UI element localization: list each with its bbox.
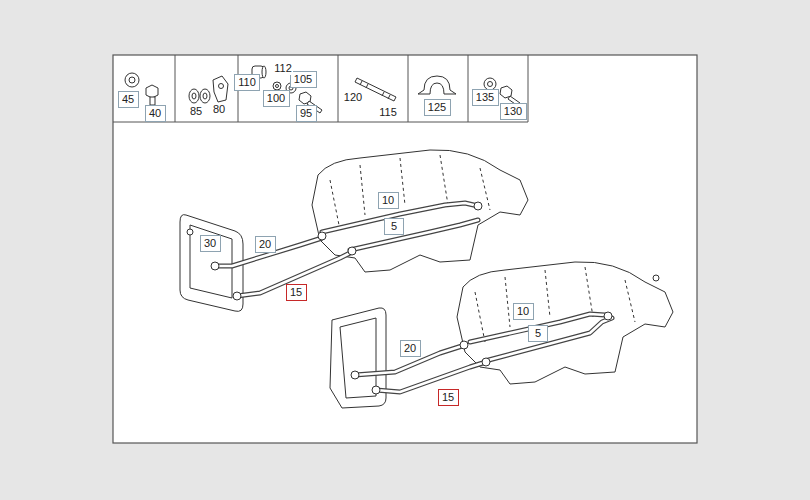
callout-box: 45 [118, 91, 139, 108]
drawing-part [485, 318, 612, 361]
drawing-part [348, 247, 356, 255]
drawing-part [175, 55, 176, 122]
callout-number: 115 [378, 106, 398, 119]
drawing-part [125, 73, 139, 87]
drawing-part [408, 55, 409, 122]
callout-number: 20 [259, 238, 271, 251]
callout-box: 20 [255, 236, 276, 253]
drawing-part [388, 95, 390, 99]
callout-box: 5 [528, 325, 548, 342]
drawing-part [470, 314, 605, 342]
callout-box: 10 [378, 192, 399, 209]
line-fittings [187, 202, 659, 394]
drawing-part [215, 203, 612, 392]
drawing-part [372, 386, 380, 394]
callout-box: 130 [500, 103, 527, 120]
callout-box: 100 [263, 90, 290, 107]
callout-box: 15 [286, 284, 307, 301]
callout-number: 5 [391, 220, 397, 233]
drawing-part [233, 292, 241, 300]
parts-strip [113, 55, 528, 122]
drawing-part [604, 312, 612, 320]
callout-number: 105 [294, 73, 312, 86]
callout-box: 110 [234, 74, 260, 91]
callout-number: 20 [404, 342, 416, 355]
callout-box: 20 [400, 340, 421, 357]
drawing-part [129, 77, 135, 83]
drawing-part [330, 155, 490, 230]
callout-number: 100 [267, 92, 285, 105]
drawing-part [482, 358, 490, 366]
drawing-part [468, 55, 469, 122]
drawing-part [211, 262, 219, 270]
drawing-part [340, 318, 376, 398]
drawing-part [187, 229, 193, 235]
drawing-part [190, 225, 232, 298]
drawing-part [376, 362, 486, 392]
callout-number: 85 [189, 105, 203, 118]
drawing-part [351, 371, 359, 379]
drawing-part [474, 202, 482, 210]
callout-box: 95 [296, 105, 317, 122]
callout-number: 95 [300, 107, 312, 120]
drawing-part [200, 89, 210, 103]
drawing-part [460, 341, 468, 349]
drawing-part [318, 232, 326, 240]
callout-number: 10 [382, 194, 394, 207]
callout-box: 105 [290, 71, 317, 88]
diagram-frame [113, 55, 697, 443]
callout-number: 80 [212, 103, 226, 116]
callout-number: 135 [476, 91, 494, 104]
drawing-part [382, 92, 384, 96]
part-icons [125, 66, 520, 113]
callout-number: 5 [535, 327, 541, 340]
drawing-part [338, 55, 339, 122]
drawing-part [457, 262, 673, 384]
callout-number: 15 [442, 391, 454, 404]
drawing-part [330, 308, 386, 408]
callout-box: 40 [145, 105, 166, 122]
drawing-part [470, 314, 605, 342]
callout-number: 110 [238, 76, 256, 89]
drawing-part [350, 220, 478, 250]
callout-number: 125 [428, 101, 446, 114]
callout-box: 135 [472, 89, 499, 106]
oil-lines [215, 203, 612, 392]
drawing-part [376, 362, 486, 392]
drawing-part [366, 84, 368, 88]
callout-number: 120 [343, 91, 363, 104]
transmission [312, 150, 673, 384]
drawing-part [203, 93, 207, 99]
drawing-part [528, 55, 529, 122]
drawing-part [360, 81, 362, 85]
drawing-part [213, 76, 228, 102]
callout-box: 10 [513, 303, 534, 320]
drawing-part [350, 220, 478, 250]
drawing-part [219, 84, 224, 89]
drawing-part [418, 76, 456, 94]
drawing-part [146, 85, 158, 98]
callout-number: 30 [204, 237, 216, 250]
callout-number: 130 [504, 105, 522, 118]
drawing-part [192, 93, 196, 99]
drawing-part [276, 85, 279, 88]
callout-box: 5 [384, 218, 404, 235]
callout-number: 15 [290, 286, 302, 299]
callout-number: 112 [273, 62, 293, 75]
drawing-part [488, 82, 493, 87]
callout-box: 15 [438, 389, 459, 406]
drawing-part [189, 89, 199, 103]
drawing-part [215, 203, 612, 392]
callout-box: 125 [424, 99, 451, 116]
drawing-part [475, 267, 635, 342]
drawing-part [262, 66, 266, 78]
drawing-part [653, 275, 659, 281]
callout-number: 45 [122, 93, 134, 106]
callout-number: 40 [149, 107, 161, 120]
callout-box: 30 [200, 235, 221, 252]
callout-number: 10 [517, 305, 529, 318]
